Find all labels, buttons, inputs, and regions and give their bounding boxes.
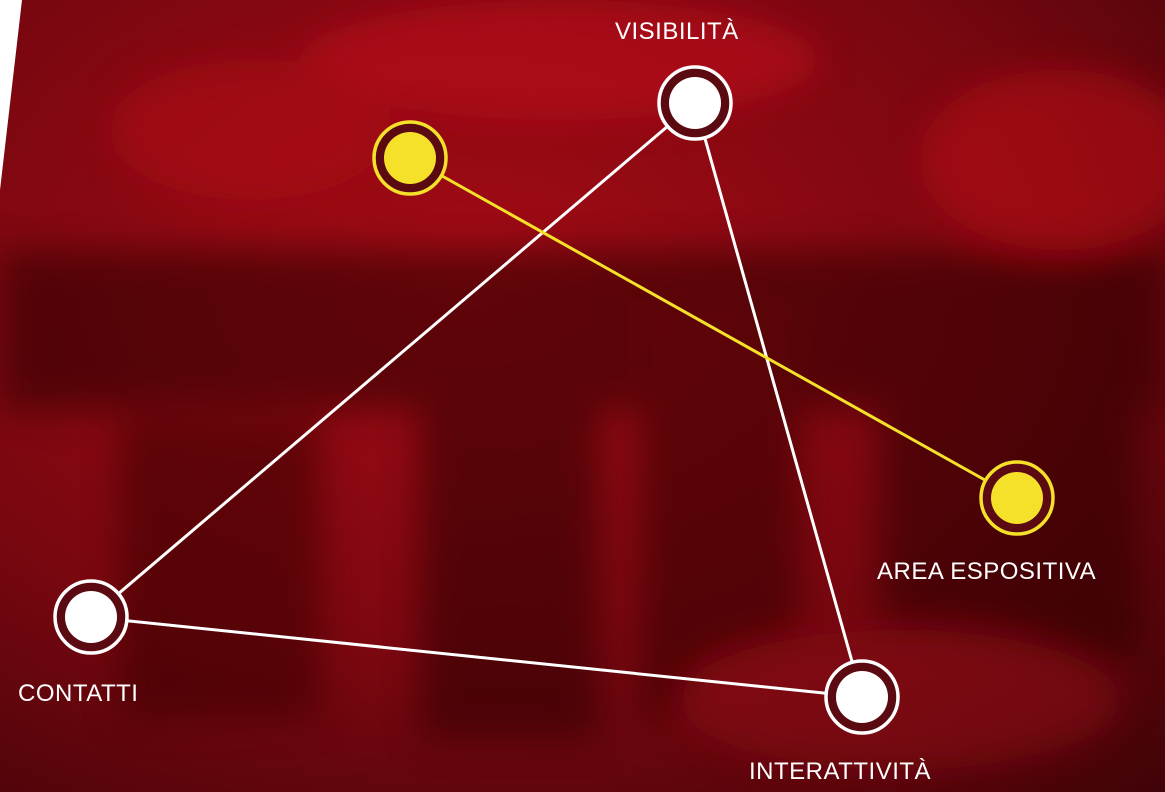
node-yellow-top — [372, 120, 448, 196]
connector-lines — [90, 101, 1018, 699]
label-area-espositiva: AREA ESPOSITIVA — [877, 558, 1097, 585]
line-visibilita-interattivita — [693, 102, 864, 698]
line-yellow-area — [409, 156, 1018, 500]
background-blur-shapes — [0, 0, 1165, 770]
node-interattivita — [824, 659, 900, 735]
label-contatti: CONTATTI — [18, 680, 139, 707]
corner-wedge — [0, 0, 22, 190]
node-visibilita — [657, 65, 733, 141]
label-interattivita: INTERATTIVITÀ — [749, 758, 932, 785]
node-contatti — [53, 579, 129, 655]
line-contatti-interattivita — [90, 615, 863, 699]
node-area-espositiva — [979, 460, 1055, 536]
label-visibilita: VISIBILITÀ — [615, 18, 739, 45]
line-visibilita-contatti — [90, 101, 696, 619]
